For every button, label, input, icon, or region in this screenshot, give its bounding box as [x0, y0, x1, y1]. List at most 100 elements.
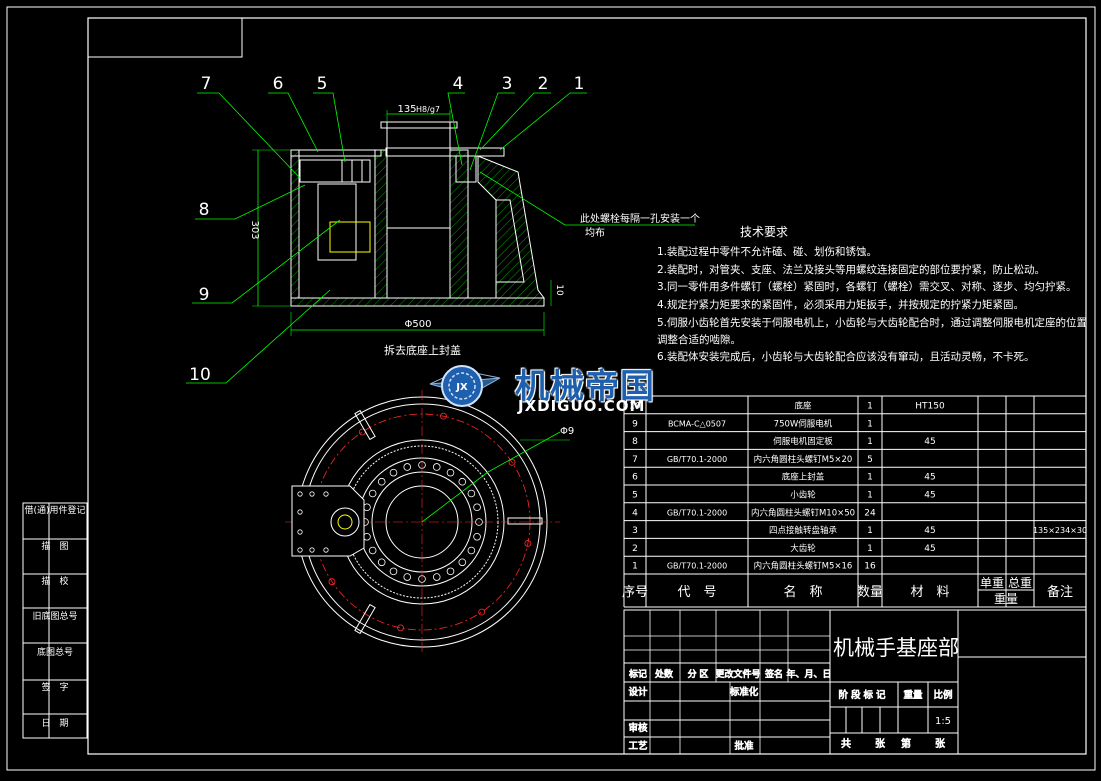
- bolt-hole: [403, 463, 412, 471]
- balloon-4: 4: [453, 74, 464, 94]
- sidebar-item: 日 期: [41, 718, 68, 729]
- balloon-6: 6: [273, 74, 284, 94]
- tech-line: 3.同一零件用多件螺钉（螺栓）紧固时，各螺钉（螺栓）需交叉、对称、逐步、均匀拧紧…: [657, 280, 1077, 293]
- bolt-hole: [368, 489, 377, 498]
- bom-row-name: 内六角圆柱头螺钉M10×50: [751, 507, 855, 518]
- tech-line: 5.伺服小齿轮首先安装于伺服电机上，小齿轮与大齿轮配合时，通过调整伺服电机定座的…: [657, 316, 1087, 329]
- tech-line: 2.装配时，对管夹、支座、法兰及接头等用螺纹连接固定的部位要拧紧，防止松动。: [657, 263, 1045, 276]
- bom-header: 名 称: [783, 584, 822, 600]
- bom-row-no: 6: [632, 473, 638, 483]
- dim-base-dia: Φ500: [405, 319, 432, 330]
- bolt-hole: [363, 532, 371, 541]
- bom-row-qty: 24: [864, 508, 876, 518]
- bom-header-weight: 重量: [994, 592, 1018, 606]
- balloon-7: 7: [201, 74, 212, 94]
- bolt-hole: [473, 503, 481, 512]
- bom-row-no: 4: [632, 508, 638, 518]
- bom-row-code: GB/T70.1-2000: [667, 455, 727, 464]
- bom-row-no: 10: [629, 402, 641, 412]
- balloon-5: 5: [317, 74, 328, 94]
- rev-header: 更改文件号: [715, 668, 760, 680]
- bolt-hole: [446, 468, 455, 477]
- plate-hole: [323, 491, 329, 497]
- tb-scale-label: 比例: [933, 689, 952, 701]
- mount-hole: [440, 412, 447, 420]
- bom-row-code: BCMA-C△0507: [668, 419, 726, 428]
- balloon-8: 8: [199, 200, 210, 220]
- bom-row-name: 内六角圆柱头螺钉M5×20: [754, 454, 853, 465]
- tech-line: 4.规定拧紧力矩要求的紧固件，必须采用力矩扳手，并按规定的拧紧力矩紧固。: [657, 298, 1024, 311]
- tb-design-label: 设计: [628, 686, 648, 698]
- tech-line: 1.装配过程中零件不允许磕、碰、划伤和锈蚀。: [657, 245, 877, 258]
- bom-row-qty: 1: [867, 437, 873, 447]
- bom-row-qty: 16: [864, 562, 876, 572]
- mount-hole: [328, 578, 336, 586]
- bom-row-no: 9: [632, 419, 638, 429]
- balloon-2: 2: [538, 74, 549, 94]
- bom-row-mat: 45: [924, 437, 935, 447]
- sidebar-item: 底图总号: [37, 646, 73, 658]
- tb-approve-label: 批准: [734, 740, 754, 752]
- tb-sheet-no-unit: 张: [935, 738, 945, 750]
- bolt-hole: [467, 489, 476, 498]
- bolt-note-2: 均布: [585, 227, 605, 239]
- bom-row-note: 135×234×30: [1033, 526, 1087, 535]
- watermark-title: 机械帝国: [515, 367, 655, 407]
- bom-row-no: 5: [632, 491, 638, 501]
- bom-row-code: GB/T70.1-2000: [667, 562, 727, 571]
- dim-hole: Φ9: [560, 426, 574, 437]
- section-note: 拆去底座上封盖: [384, 343, 461, 357]
- tb-process-label: 工艺: [628, 741, 647, 752]
- bom-row-no: 8: [632, 437, 638, 447]
- bom-row-name: 底座: [794, 401, 812, 412]
- scale-value: 1:5: [935, 716, 951, 727]
- rev-header: 处数: [655, 668, 673, 680]
- plate-hole: [297, 509, 303, 515]
- bom-row-name: 内六角圆柱头螺钉M5×16: [754, 561, 853, 572]
- bolt-hole: [403, 573, 412, 581]
- bom-row-qty: 1: [867, 473, 873, 483]
- tb-review-label: 审核: [628, 722, 648, 734]
- title-block: 标记处数分 区更改文件号签名年、月、日设计标准化审核工艺批准阶 段 标 记重量比…: [623, 609, 1087, 755]
- plate-hole: [297, 529, 303, 535]
- bolt-hole: [432, 463, 441, 471]
- tb-weight-label: 重量: [903, 689, 923, 701]
- plate-hole: [309, 547, 315, 553]
- bolt-hole: [368, 546, 377, 555]
- mount-hole: [524, 540, 532, 547]
- inner-border: [87, 17, 1087, 755]
- tb-stage-label: 阶 段 标 记: [838, 689, 886, 701]
- bom-row-qty: 5: [867, 455, 873, 465]
- bom-row-code: GB/T70.1-2000: [667, 508, 727, 517]
- bolt-hole: [467, 546, 476, 555]
- bolt-hole: [458, 558, 467, 567]
- bom-header: 序号: [622, 585, 648, 600]
- bom-row-name: 四点接触转盘轴承: [769, 525, 838, 536]
- plate-hole: [297, 491, 303, 497]
- sidebar-item: 描 校: [41, 575, 68, 587]
- bolt-hole: [389, 468, 398, 477]
- bom-row-name: 大齿轮: [790, 543, 816, 554]
- bolt-hole: [432, 573, 441, 581]
- balloon-3: 3: [502, 74, 513, 94]
- bolt-hole: [458, 477, 467, 486]
- section-view: [186, 92, 695, 384]
- bom-row-no: 7: [632, 455, 638, 465]
- balloon-1: 1: [574, 74, 585, 94]
- watermark-badge: JX: [429, 365, 501, 407]
- drawing-title: 机械手基座部: [833, 636, 959, 660]
- tb-sheets-total: 共: [841, 738, 851, 750]
- bolt-hole: [389, 567, 398, 576]
- tech-heading: 技术要求: [740, 225, 788, 239]
- bolt-hole: [475, 518, 483, 526]
- mount-hole: [508, 458, 516, 466]
- bom-row-no: 3: [632, 526, 638, 536]
- bom-header: 备注: [1047, 584, 1073, 600]
- bom-row-no: 2: [632, 544, 638, 554]
- bom-row-name: 750W伺服电机: [774, 418, 833, 429]
- tb-std-label: 标准化: [730, 686, 759, 698]
- bolt-note: 此处螺栓每隔一孔安装一个: [580, 212, 700, 225]
- tb-sheet-no: 第: [901, 737, 911, 750]
